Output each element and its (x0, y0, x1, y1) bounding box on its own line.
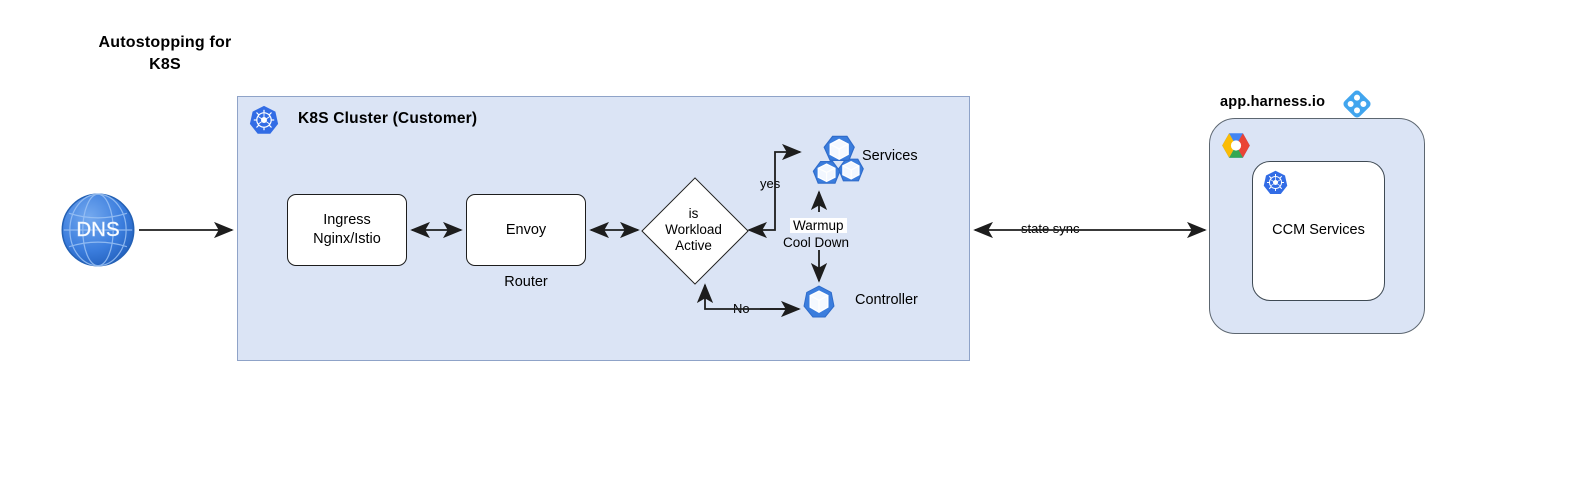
controller-label: Controller (855, 292, 918, 308)
dns-globe-icon: DNS (60, 192, 136, 268)
cluster-title: K8S Cluster (Customer) (298, 110, 478, 127)
svg-text:DNS: DNS (76, 218, 119, 241)
kubernetes-icon (249, 105, 279, 135)
ccm-services-label: CCM Services (1272, 222, 1365, 238)
kubernetes-icon (1263, 170, 1288, 195)
edge-label-no: No (733, 301, 750, 316)
page-title: Autostopping for K8S (98, 34, 232, 73)
envoy-node[interactable]: Envoy (466, 194, 586, 266)
router-label: Router (504, 274, 548, 290)
edge-label-cooldown: Cool Down (783, 235, 850, 250)
controller-cube-icon (802, 285, 836, 319)
services-label: Services (862, 148, 918, 164)
ingress-node[interactable]: Ingress Nginx/Istio (287, 194, 407, 266)
google-cloud-icon (1221, 132, 1251, 159)
services-cubes-icon (805, 134, 865, 194)
decision-label: is Workload Active (665, 205, 722, 253)
edge-label-warmup: Warmup (790, 218, 847, 233)
edge-label-state-sync: state sync (1018, 221, 1083, 236)
decision-node[interactable]: is Workload Active (640, 176, 749, 285)
harness-logo-icon (1342, 89, 1372, 119)
edge-label-yes: yes (760, 176, 781, 191)
harness-label: app.harness.io (1220, 94, 1326, 110)
